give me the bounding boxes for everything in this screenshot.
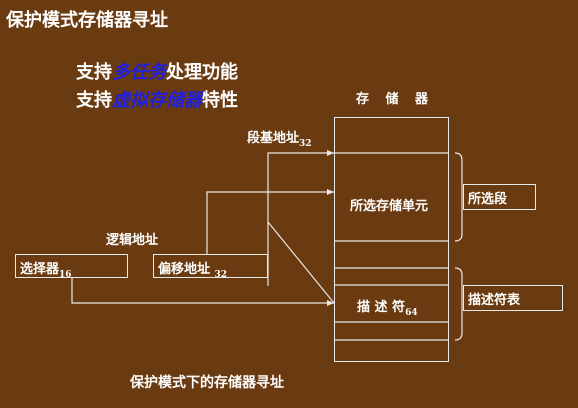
logical-address-label: 逻辑地址 <box>106 233 159 248</box>
descriptor-diagonal <box>267 221 335 304</box>
offset-arrow <box>206 189 334 254</box>
descriptor-text: 描 述 符 <box>357 300 406 315</box>
feature-prefix: 支持 <box>76 62 112 83</box>
feature-highlight: 多任务 <box>112 62 166 83</box>
selector-box: 选择器16 <box>15 254 128 280</box>
descriptor-table-box: 描述符表 <box>463 285 563 311</box>
feature-highlight: 虚拟存储器 <box>112 90 202 111</box>
segment-base-arrow <box>267 150 334 286</box>
selector-sub: 16 <box>59 270 72 280</box>
selector-text: 选择器 <box>20 262 60 277</box>
feature-virtual-memory: 支持虚拟存储器特性 <box>76 86 238 112</box>
memory-block <box>334 117 449 362</box>
table-brace <box>454 267 463 341</box>
feature-suffix: 处理功能 <box>166 62 238 83</box>
selected-segment-box: 所选段 <box>463 184 536 210</box>
offset-box: 偏移地址 32 <box>153 254 268 280</box>
segment-brace <box>454 152 463 242</box>
feature-suffix: 特性 <box>202 90 238 111</box>
segment-base-label: 段基地址32 <box>247 127 312 149</box>
feature-prefix: 支持 <box>76 90 112 111</box>
offset-sub: 32 <box>214 270 228 280</box>
selected-cell-label: 所选存储单元 <box>350 199 429 214</box>
selector-arrow <box>71 278 334 306</box>
segment-base-text: 段基地址 <box>247 131 300 146</box>
offset-text: 偏移地址 <box>158 262 215 277</box>
descriptor-sub: 64 <box>405 308 418 318</box>
diagram-caption: 保护模式下的存储器寻址 <box>130 375 284 391</box>
segment-base-sub: 32 <box>299 139 312 149</box>
page-title: 保护模式存储器寻址 <box>6 10 168 31</box>
descriptor-label: 描 述 符64 <box>357 296 418 318</box>
memory-header: 存 储 器 <box>356 92 435 107</box>
feature-multitask: 支持多任务处理功能 <box>76 58 238 84</box>
